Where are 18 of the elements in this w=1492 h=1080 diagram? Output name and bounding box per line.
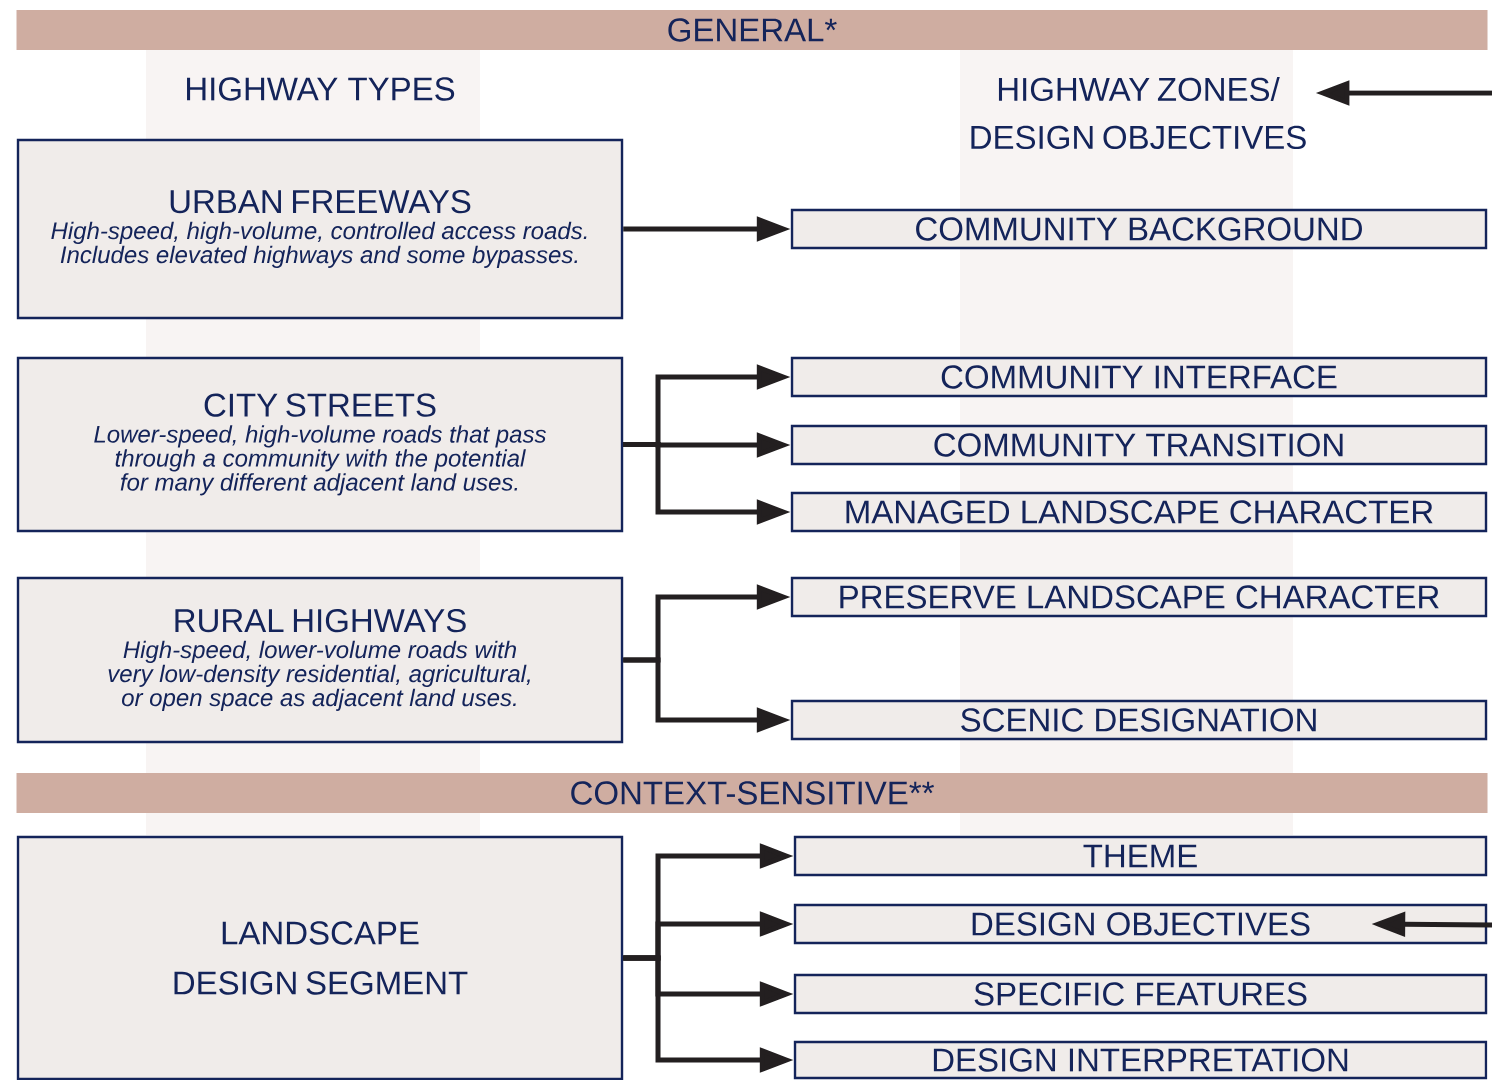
section-band: GENERAL* bbox=[16, 10, 1488, 50]
objective-box: COMMUNITY TRANSITION bbox=[790, 424, 1488, 466]
category-box: URBAN FREEWAYS High-speed, high-volume, controlled access roads. Includes elevated highways and some bypasses. bbox=[16, 138, 624, 320]
objective-box: DESIGN OBJECTIVES bbox=[793, 903, 1488, 945]
objective-box: COMMUNITY BACKGROUND bbox=[790, 208, 1488, 250]
objective-box: COMMUNITY INTERFACE bbox=[790, 356, 1488, 398]
section-band: CONTEXT-SENSITIVE** bbox=[16, 773, 1488, 813]
objective-box: MANAGED LANDSCAPE CHARACTER bbox=[790, 491, 1488, 533]
category-box: RURAL HIGHWAYS High-speed, lower-volume roads with very low-density residential, agricultural, or open space as adjacent land uses. bbox=[16, 576, 624, 744]
objective-box: DESIGN INTERPRETATION bbox=[793, 1040, 1488, 1080]
column-heading: HIGHWAY TYPES bbox=[187, 77, 455, 101]
category-box: LANDSCAPE DESIGN SEGMENT bbox=[16, 835, 624, 1080]
objective-box: SCENIC DESIGNATION bbox=[790, 699, 1488, 741]
category-box: CITY STREETS Lower-speed, high-volume roads that pass through a community with the potential for many different adjacent land uses. bbox=[16, 356, 624, 533]
objective-box: THEME bbox=[793, 835, 1488, 877]
objective-box: PRESERVE LANDSCAPE CHARACTER bbox=[790, 576, 1488, 618]
objective-box: SPECIFIC FEATURES bbox=[793, 973, 1488, 1015]
column-heading: HIGHWAY ZONES/ DESIGN OBJECTIVES bbox=[971, 76, 1306, 150]
